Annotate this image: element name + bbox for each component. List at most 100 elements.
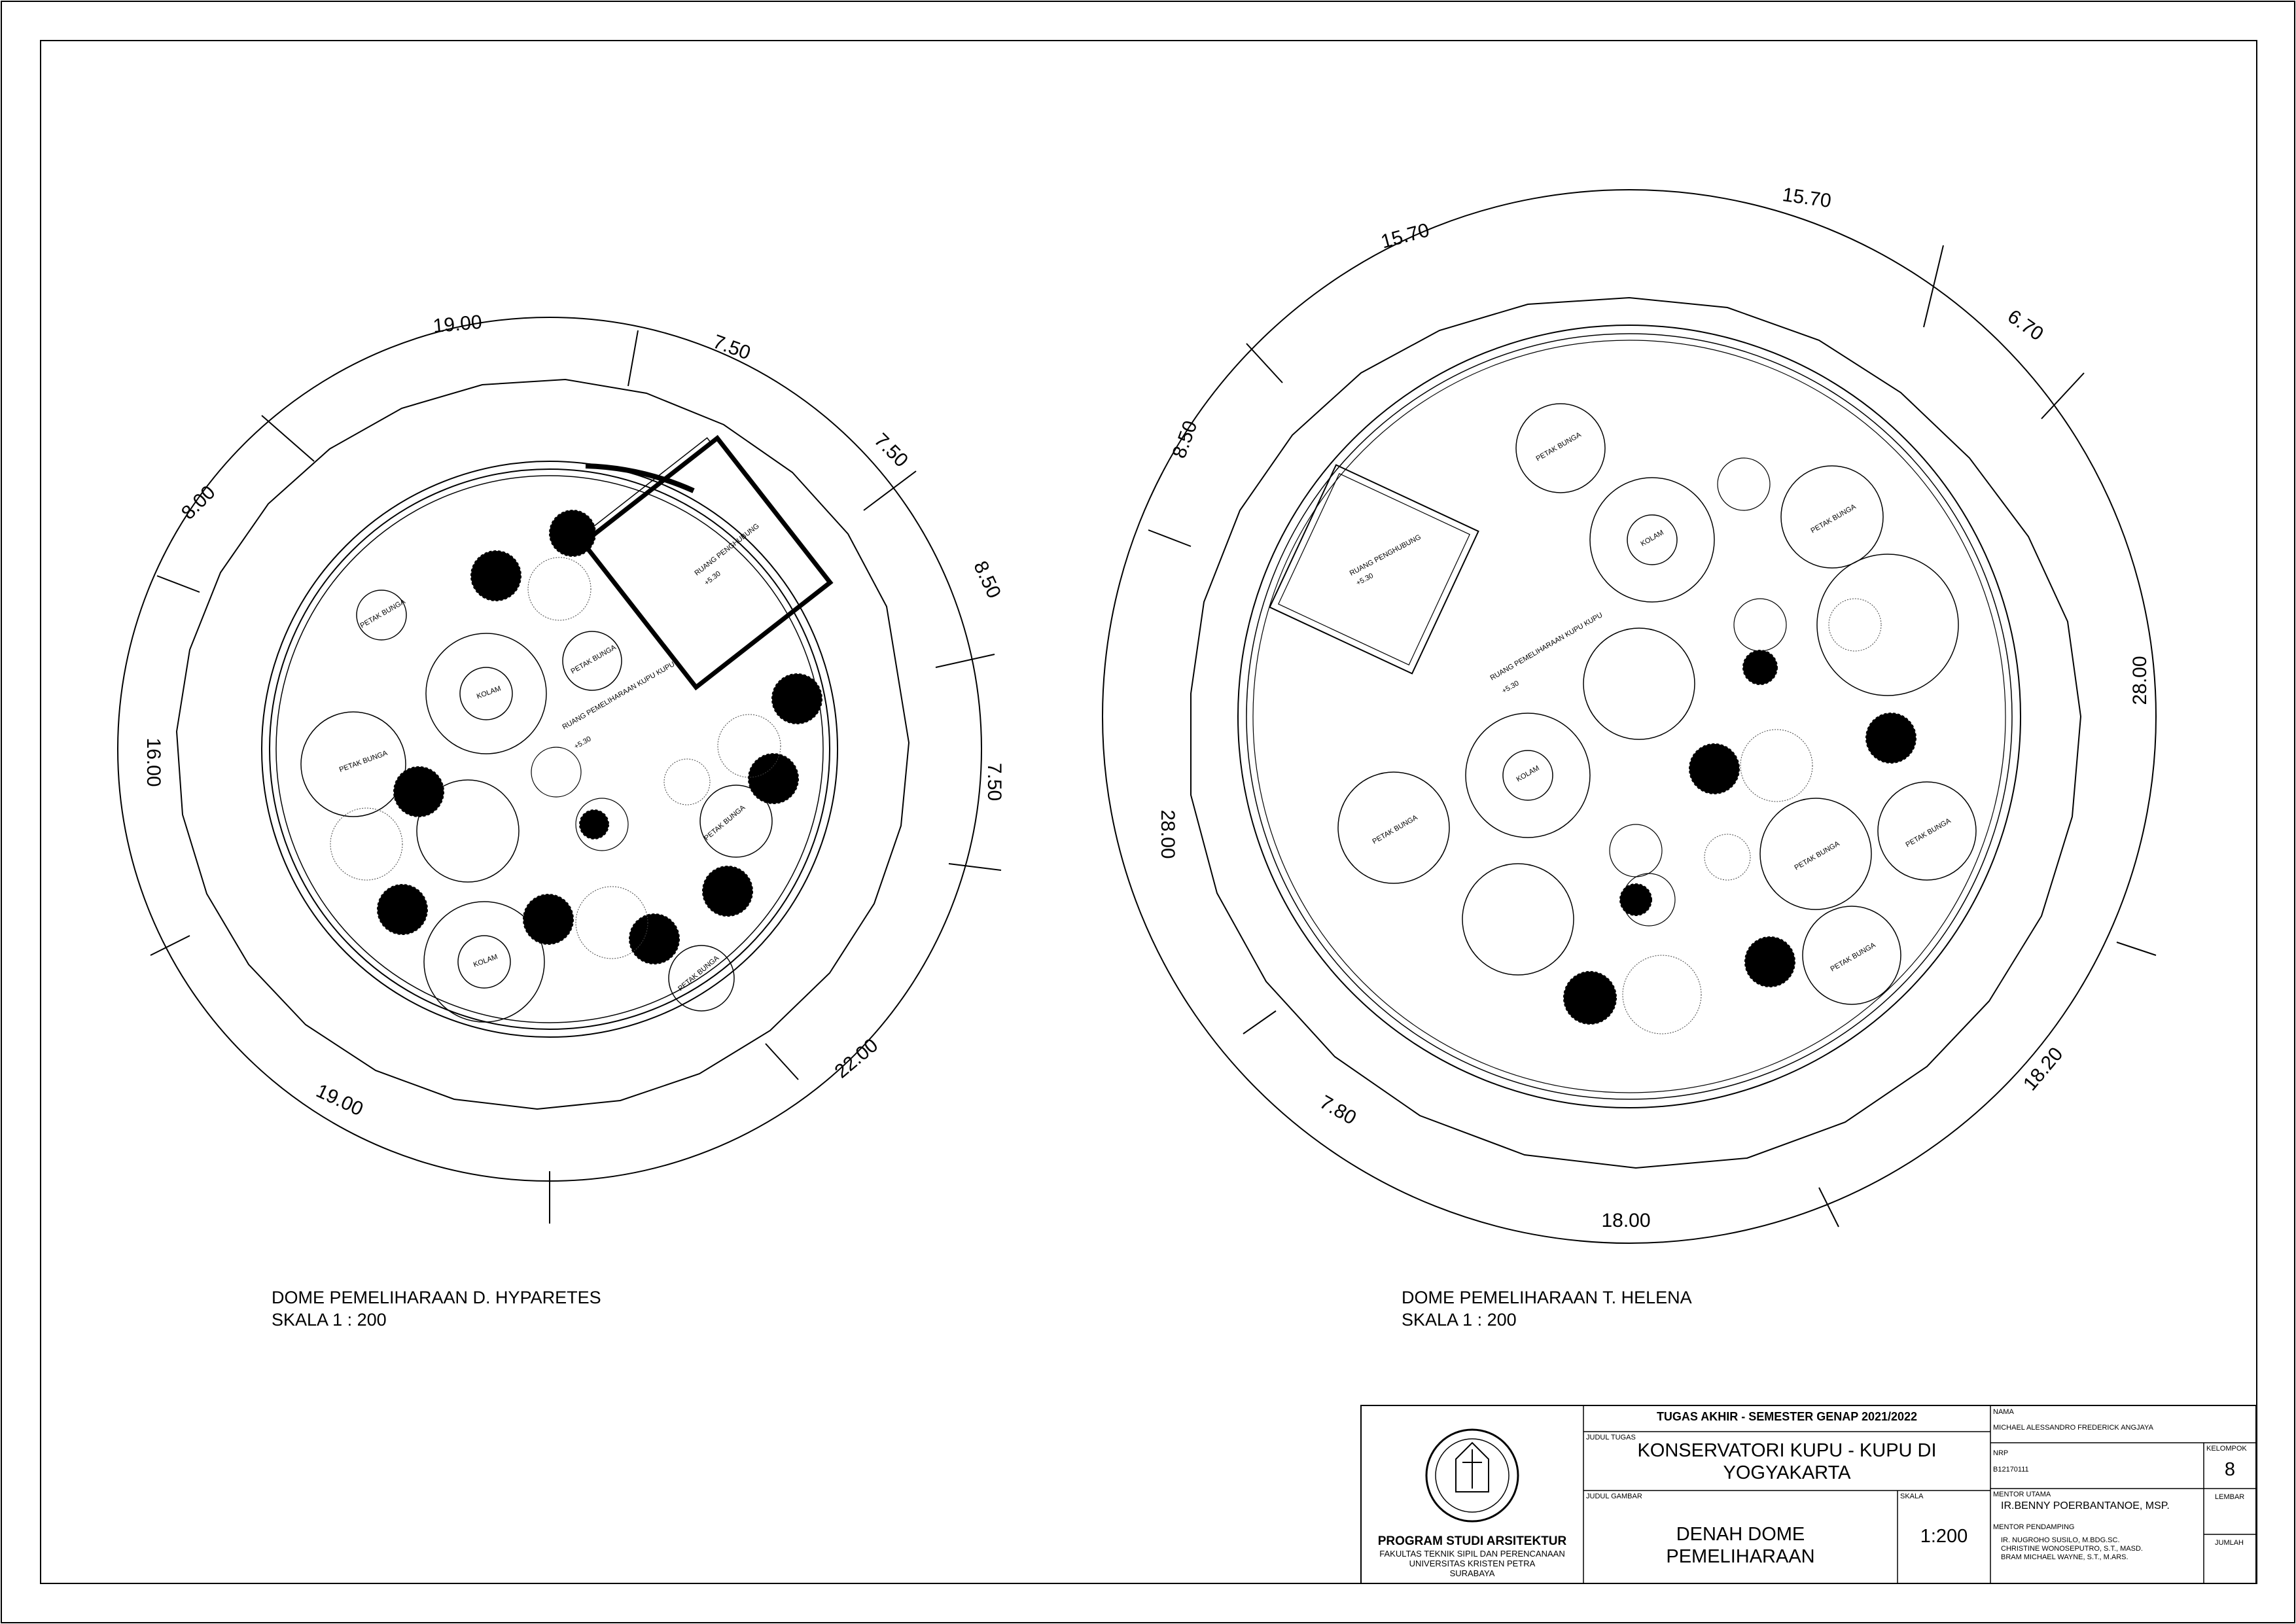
tree-icon bbox=[1619, 883, 1652, 916]
dome-wall-outer bbox=[1237, 325, 2021, 1108]
judul-gambar: DENAH DOME PEMELIHARAAN bbox=[1583, 1523, 1898, 1568]
nrp-value: B12170111 bbox=[1993, 1466, 2029, 1474]
pond-outer bbox=[423, 901, 545, 1023]
shrub-icon bbox=[527, 557, 592, 621]
skala-label: SKALA bbox=[1900, 1492, 1924, 1500]
mentor-utama-label: MENTOR UTAMA bbox=[1993, 1491, 2051, 1498]
dimension-ring bbox=[1102, 189, 2157, 1244]
program-block: PROGRAM STUDI ARSITEKTUR FAKULTAS TEKNIK… bbox=[1362, 1534, 1582, 1578]
dimension-label: 8.00 bbox=[177, 482, 220, 524]
judul-gambar-line-2: PEMELIHARAAN bbox=[1666, 1546, 1815, 1567]
inner-border bbox=[40, 40, 2257, 1584]
pond-inner bbox=[1627, 514, 1678, 565]
pond-outer bbox=[1465, 713, 1591, 838]
dimension-tick bbox=[2041, 372, 2085, 419]
nrp-label: NRP bbox=[1993, 1449, 2009, 1457]
pond-label: KOLAM bbox=[472, 953, 499, 968]
flower-bed-label: PETAK BUNGA bbox=[1905, 817, 1953, 849]
title-block-header: TUGAS AKHIR - SEMESTER GENAP 2021/2022 bbox=[1656, 1410, 1918, 1423]
main-room-elev: +5.30 bbox=[1501, 679, 1521, 695]
flower-bed bbox=[562, 631, 622, 691]
flower-bed-label: PETAK BUNGA bbox=[338, 749, 389, 774]
shrub-symbols bbox=[330, 557, 781, 959]
flower-bed bbox=[1816, 554, 1959, 696]
pond-label: KOLAM bbox=[476, 684, 502, 700]
nama-label: NAMA bbox=[1993, 1408, 2014, 1416]
shrub-icon bbox=[575, 886, 648, 959]
shrub-icon bbox=[717, 714, 781, 778]
program-name: PROGRAM STUDI ARSITEKTUR bbox=[1377, 1534, 1567, 1548]
tree-icon bbox=[1689, 743, 1740, 794]
round-seating bbox=[416, 779, 520, 883]
dimension-tick bbox=[150, 935, 190, 956]
connector-room-elev: +5.30 bbox=[703, 570, 722, 588]
shrub-icon bbox=[1622, 955, 1702, 1034]
flower-bed bbox=[300, 711, 406, 817]
dome-wall-core bbox=[1252, 340, 2006, 1093]
pond-inner bbox=[1502, 750, 1553, 801]
dimension-tick bbox=[1148, 529, 1192, 547]
mentor-utama-value: IR.BENNY POERBANTANOE, MSP. bbox=[2001, 1500, 2170, 1511]
flower-bed bbox=[1515, 403, 1606, 493]
dimension-tick bbox=[261, 415, 315, 462]
tree-icon bbox=[771, 673, 822, 724]
flower-bed-label: PETAK BUNGA bbox=[1535, 431, 1583, 463]
university-name: UNIVERSITAS KRISTEN PETRA bbox=[1409, 1559, 1536, 1568]
room-labels-t-helena: RUANG PENGHUBUNG +5.30 RUANG PEMELIHARAA… bbox=[1349, 431, 1952, 973]
kelompok-label: KELOMPOK bbox=[2206, 1445, 2247, 1453]
round-seating bbox=[575, 798, 629, 851]
pond-label: KOLAM bbox=[1515, 764, 1541, 784]
city-name: SURABAYA bbox=[1449, 1568, 1495, 1578]
tree-symbols bbox=[377, 510, 822, 964]
tree-icon bbox=[377, 884, 428, 935]
round-seating bbox=[1609, 824, 1663, 877]
round-seating bbox=[1462, 863, 1574, 976]
pond-label: KOLAM bbox=[1640, 529, 1665, 548]
judul-tugas: KONSERVATORI KUPU - KUPU DI YOGYAKARTA bbox=[1583, 1439, 1990, 1484]
shrub-icon bbox=[663, 758, 711, 805]
dimension-label: 16.00 bbox=[143, 737, 164, 786]
round-seating bbox=[1583, 627, 1695, 740]
tree-icon bbox=[470, 550, 521, 601]
dimension-label: 18.20 bbox=[2019, 1044, 2068, 1095]
dimension-tick bbox=[1243, 1010, 1277, 1034]
main-room-label: RUANG PEMELIHARAAN KUPU KUPU bbox=[1489, 611, 1604, 682]
judul-tugas-label: JUDUL TUGAS bbox=[1586, 1434, 1636, 1441]
drawing-scale: SKALA 1 : 200 bbox=[1402, 1310, 1517, 1330]
pond-outer bbox=[425, 633, 547, 754]
dome-outer-polygon bbox=[175, 378, 910, 1110]
flower-bed-label: PETAK BUNGA bbox=[1829, 941, 1878, 973]
dimension-label: 28.00 bbox=[2129, 656, 2151, 705]
dimension-label: 7.50 bbox=[983, 763, 1005, 801]
shrub-icon bbox=[1740, 729, 1813, 802]
drawing-title: DOME PEMELIHARAAN T. HELENA bbox=[1402, 1288, 1692, 1307]
tree-icon bbox=[1865, 713, 1916, 764]
mentor-pendamping-list: IR. NUGROHO SUSILO, M.BDG.SC. CHRISTINE … bbox=[2001, 1536, 2143, 1562]
dimension-tick bbox=[156, 575, 200, 593]
dome-plan-d-hyparetes bbox=[117, 317, 1002, 1224]
shrub-icon bbox=[330, 807, 403, 881]
flower-bed-label: PETAK BUNGA bbox=[1793, 839, 1842, 872]
skala-value: 1:200 bbox=[1920, 1526, 1968, 1547]
dimension-label: 7.50 bbox=[870, 429, 912, 472]
tree-icon bbox=[1742, 650, 1778, 685]
judul-tugas-line-2: YOGYAKARTA bbox=[1723, 1462, 1851, 1483]
dimension-label: 15.70 bbox=[1781, 184, 1833, 212]
shrub-icon bbox=[1704, 834, 1751, 881]
dimension-label: 18.00 bbox=[1601, 1210, 1650, 1231]
dimension-tick bbox=[765, 1043, 799, 1080]
mentor-pendamping-3: BRAM MICHAEL WAYNE, S.T., M.ARS. bbox=[2001, 1553, 2128, 1561]
flower-bed-label: PETAK BUNGA bbox=[703, 803, 747, 842]
drawing-title: DOME PEMELIHARAAN D. HYPARETES bbox=[272, 1288, 601, 1307]
tree-symbols bbox=[1563, 650, 1916, 1025]
round-seating bbox=[1717, 457, 1771, 511]
dimension-label: 7.50 bbox=[710, 331, 753, 364]
mentor-pendamping-label: MENTOR PENDAMPING bbox=[1993, 1523, 2075, 1531]
flower-bed bbox=[668, 945, 735, 1012]
dimension-tick bbox=[1246, 343, 1283, 383]
tree-icon bbox=[523, 894, 574, 945]
dimension-tick bbox=[948, 863, 1002, 871]
flower-bed bbox=[699, 785, 773, 858]
flower-bed-label: PETAK BUNGA bbox=[1371, 813, 1420, 845]
